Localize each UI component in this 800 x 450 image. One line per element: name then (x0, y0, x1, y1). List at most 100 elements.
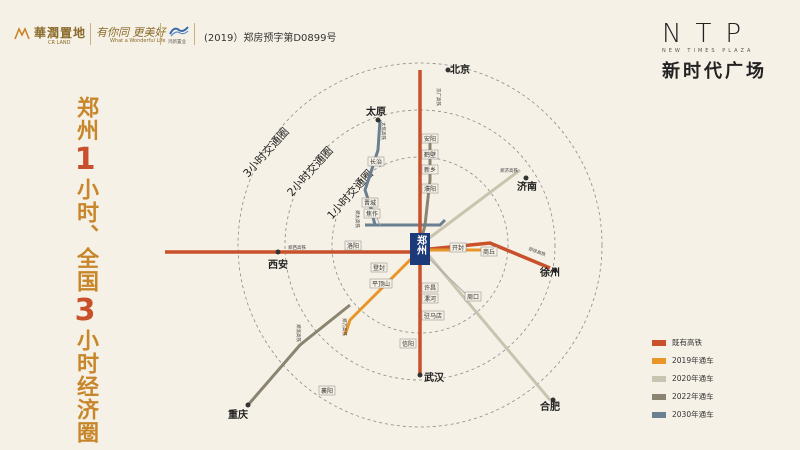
svg-text:濮阳: 濮阳 (424, 185, 436, 193)
svg-text:许昌: 许昌 (424, 284, 436, 292)
svg-text:商丘: 商丘 (483, 248, 495, 256)
wave-logo-text: 鸿新置业 (168, 40, 186, 45)
city-jinan: 济南 (517, 180, 537, 193)
line-zhengxu (419, 241, 551, 270)
label-zhengxi: 郑西高铁 (288, 244, 306, 251)
title-part3: 小时经济圈 (73, 329, 98, 444)
svg-text:驻马店: 驻马店 (424, 312, 442, 320)
brand-letters: NTP (662, 19, 756, 49)
line-zhengji (419, 168, 521, 247)
station-luohe: 漯河 (421, 293, 439, 304)
label-taijiao: 太焦高铁 (380, 122, 387, 140)
lines-2022 (246, 140, 432, 406)
legend-item: 2022年通车 (652, 390, 714, 403)
presale-license: (2019）郑房预字第D0899号 (204, 33, 337, 44)
lines-2020 (418, 168, 552, 401)
station-jincheng: 晋城 (361, 197, 379, 208)
legend: 既有高铁 2019年通车 2020年通车 2022年通车 2030年通车 (652, 336, 714, 426)
station-xinxiang: 新乡 (421, 164, 439, 175)
ring-label-3h: 3小时交通圈 (240, 125, 292, 180)
svg-text:信阳: 信阳 (402, 340, 414, 348)
lines-2030 (363, 119, 447, 227)
city-xuzhou: 徐州 (539, 266, 560, 279)
station-zhoukou: 周口 (464, 291, 482, 302)
dot-xuzhou (552, 267, 558, 273)
svg-text:漯河: 漯河 (424, 295, 436, 303)
legend-label: 2019年通车 (672, 356, 714, 365)
cr-land-logo: 華潤置地 (14, 24, 86, 41)
svg-text:鹤壁: 鹤壁 (424, 151, 436, 159)
svg-text:安阳: 安阳 (424, 135, 436, 143)
svg-text:晋城: 晋城 (364, 200, 376, 207)
title-part1: 郑州 (73, 96, 98, 142)
brand-en: NEW TIMES PLAZA (662, 48, 754, 54)
station-zhumadian: 驻马店 (421, 310, 445, 321)
divider (90, 23, 91, 45)
legend-item: 2030年通车 (652, 408, 714, 421)
legend-item: 2019年通车 (652, 354, 714, 367)
svg-text:洛阳: 洛阳 (347, 242, 359, 250)
label-zhengxu: 郑徐高铁 (527, 245, 547, 258)
station-anyang: 安阳 (421, 133, 439, 144)
line-taijiao (363, 119, 382, 226)
city-wuhan: 武汉 (424, 371, 445, 384)
dot-hefei (550, 397, 556, 403)
ring-3h (237, 62, 603, 428)
header: 華潤置地 CR LAND 有你同 更美好 What a Wonderful Li… (0, 0, 800, 82)
legend-item: 2020年通车 (652, 372, 714, 385)
station-luoyang: 洛阳 (344, 240, 362, 251)
dot-wuhan (417, 372, 423, 378)
legend-swatch (652, 375, 666, 382)
page-title: 郑州 1 小时、全国 3 小时经济圈 (68, 96, 103, 444)
title-part2: 小时、全国 (73, 178, 98, 293)
legend-item: 既有高铁 (652, 336, 714, 349)
dot-chongqing (245, 402, 251, 408)
dot-jinan (523, 175, 529, 181)
svg-text:焦作: 焦作 (366, 210, 378, 218)
legend-swatch (652, 339, 666, 346)
divider (160, 23, 161, 45)
city-dots (245, 67, 558, 408)
svg-text:新乡: 新乡 (424, 166, 436, 174)
svg-text:周口: 周口 (467, 294, 479, 301)
station-pingdingshan: 平顶山 (369, 278, 393, 289)
station-kaifeng: 开封 (449, 242, 467, 253)
station-changzhi: 长治 (367, 156, 385, 167)
slogan: 有你同 更美好 (96, 26, 166, 39)
city-xian: 西安 (268, 258, 288, 271)
developer-name: 華潤置地 (34, 26, 87, 40)
dot-beijing (445, 67, 451, 73)
station-xiangyang: 襄阳 (318, 385, 336, 396)
legend-swatch (652, 411, 666, 418)
label-jinghu: 京广高铁 (435, 88, 442, 106)
label-zhengtai: 郑太高铁 (354, 210, 361, 228)
svg-text:襄阳: 襄阳 (321, 387, 333, 395)
line-zhengwan (343, 248, 422, 336)
line-jiaozuo-link (365, 218, 447, 227)
city-hefei: 合肥 (539, 400, 560, 413)
brand-cn: 新时代广场 (662, 61, 767, 82)
divider (194, 23, 195, 45)
label-zhengwan: 郑万高铁 (341, 318, 348, 336)
dot-taiyuan (375, 117, 381, 123)
station-puyang: 濮阳 (421, 183, 439, 194)
station-xuchang: 许昌 (421, 282, 439, 293)
ntp-brand: NTP NEW TIMES PLAZA 新时代广场 (662, 19, 782, 83)
legend-label: 2022年通车 (672, 392, 714, 401)
wave-logo-icon (168, 23, 190, 45)
city-beijing: 北京 (450, 63, 470, 76)
legend-swatch (652, 357, 666, 364)
legend-label: 2030年通车 (672, 410, 714, 419)
legend-label: 2020年通车 (672, 374, 714, 383)
cr-land-mark-icon (14, 26, 30, 40)
lines-existing (165, 70, 551, 375)
station-dengfeng: 登封 (370, 262, 388, 273)
station-hebi: 鹤壁 (421, 149, 439, 160)
svg-text:登封: 登封 (373, 264, 385, 272)
city-labels: 北京 太原 济南 徐州 西安 武汉 合肥 重庆 (228, 63, 560, 421)
legend-swatch (652, 393, 666, 400)
svg-text:平顶山: 平顶山 (372, 280, 390, 288)
station-jiaozuo: 焦作 (363, 208, 381, 219)
center-zhengzhou: 郑州 (415, 234, 428, 256)
